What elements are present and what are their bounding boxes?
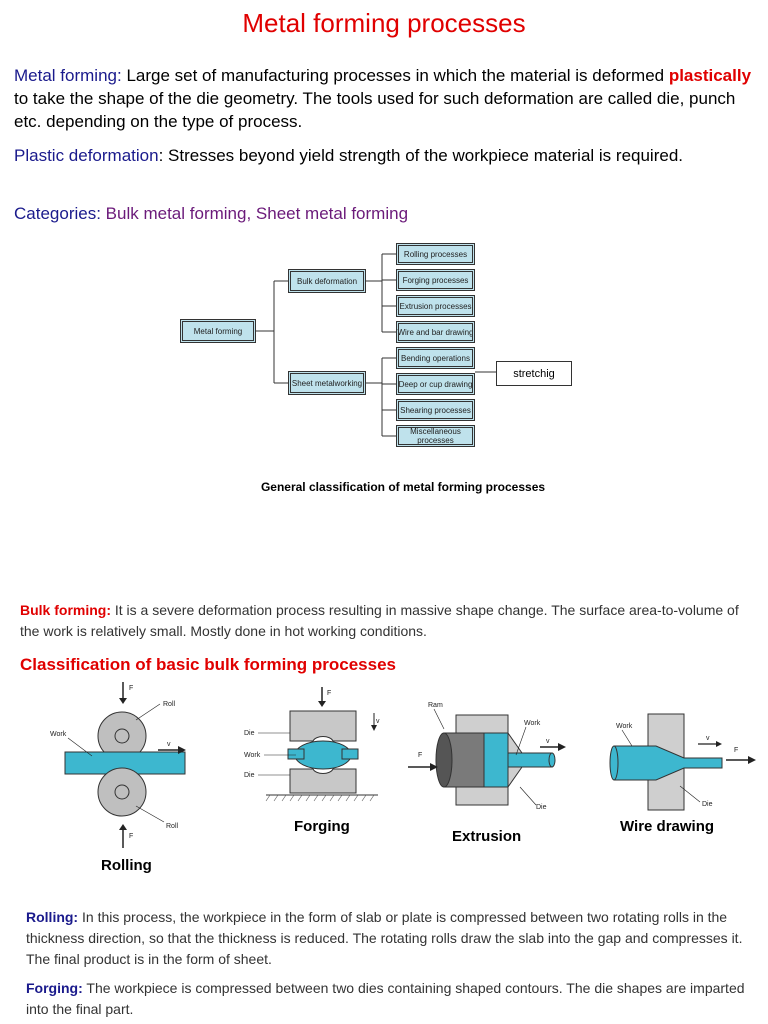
forging-paragraph: Forging: The workpiece is compressed bet… xyxy=(26,978,756,1020)
wire-f-label: F xyxy=(734,747,738,754)
extrusion-caption: Extrusion xyxy=(452,828,522,845)
metal-forming-text-b: to take the shape of the die geometry. T… xyxy=(14,89,736,131)
bulk-forming-term: Bulk forming: xyxy=(20,602,111,618)
forging-term: Forging: xyxy=(26,980,83,996)
forging-text: The workpiece is compressed between two … xyxy=(26,980,745,1017)
metal-forming-text-a: Large set of manufacturing processes in … xyxy=(121,66,669,85)
extrusion-v-label: v xyxy=(546,738,550,745)
tree-caption: General classification of metal forming … xyxy=(260,480,546,494)
categories-colon: : xyxy=(96,204,101,223)
classification-tree: Metal forming Bulk deformation Sheet met… xyxy=(170,236,572,451)
wire-v-label: v xyxy=(706,735,710,742)
forging-caption: Forging xyxy=(294,818,350,835)
forging-work-label: Work xyxy=(244,752,261,759)
plastically-emphasis: plastically xyxy=(668,66,752,85)
extrusion-work-label: Work xyxy=(524,720,541,727)
tree-forging: Forging processes xyxy=(396,269,475,291)
forging-f-label: F xyxy=(327,690,331,697)
rolling-roll-top: Roll xyxy=(163,701,176,708)
tree-bulk: Bulk deformation xyxy=(288,269,366,293)
tree-shearing: Shearing processes xyxy=(396,399,475,421)
tree-bending: Bending operations xyxy=(396,347,475,369)
extrusion-ram-label: Ram xyxy=(428,702,443,709)
rolling-text: In this process, the workpiece in the fo… xyxy=(26,909,743,967)
rolling-caption: Rolling xyxy=(101,857,152,874)
bulk-forming-paragraph: Bulk forming: It is a severe deformation… xyxy=(20,600,760,642)
extrusion-die-label: Die xyxy=(536,804,547,811)
tree-root: Metal forming xyxy=(180,319,256,343)
tree-wire: Wire and bar drawing xyxy=(396,321,475,343)
tree-rolling: Rolling processes xyxy=(396,243,475,265)
rolling-f-bottom: F xyxy=(129,833,133,840)
wire-drawing-caption: Wire drawing xyxy=(620,818,715,835)
forging-figure: F v Die Work Die xyxy=(244,687,380,802)
forging-v-label: v xyxy=(376,718,380,725)
rolling-paragraph: Rolling: In this process, the workpiece … xyxy=(26,907,756,970)
extrusion-figure: Ram Work v F Die xyxy=(408,702,566,811)
rolling-f-top: F xyxy=(129,685,133,692)
tree-extrusion: Extrusion processes xyxy=(396,295,475,317)
rolling-term: Rolling: xyxy=(26,909,79,925)
tree-sheet: Sheet metalworking xyxy=(288,371,366,395)
plastic-deformation-term: Plastic deformation xyxy=(14,146,159,165)
wire-die-label: Die xyxy=(702,801,713,808)
tree-misc: Miscellaneous processes xyxy=(396,425,475,447)
tree-connectors xyxy=(256,253,496,437)
forging-die-top: Die xyxy=(244,730,255,737)
metal-forming-term: Metal forming xyxy=(14,66,117,85)
forging-die-bottom: Die xyxy=(244,772,255,779)
bulk-forming-text: It is a severe deformation process resul… xyxy=(20,602,739,639)
rolling-v-label: v xyxy=(167,741,171,748)
categories-line: Categories: Bulk metal forming, Sheet me… xyxy=(14,202,764,225)
tree-deep: Deep or cup drawing xyxy=(396,373,475,395)
metal-forming-colon: : xyxy=(116,66,122,85)
categories-term: Categories xyxy=(14,204,97,223)
tree-stretching-note: stretchig xyxy=(496,361,572,386)
rolling-figure: F Roll Work v Roll F xyxy=(50,682,186,848)
extrusion-f-label: F xyxy=(418,752,422,759)
classification-heading: Classification of basic bulk forming pro… xyxy=(20,655,396,674)
metal-forming-definition: Metal forming: Large set of manufacturin… xyxy=(14,64,764,133)
plastic-deformation-definition: Plastic deformation: Stresses beyond yie… xyxy=(14,144,764,167)
wire-drawing-figure: Work v F Die xyxy=(609,713,756,811)
rolling-work-label: Work xyxy=(50,731,67,738)
page-title: Metal forming processes xyxy=(242,8,526,38)
plastic-deformation-text: : Stresses beyond yield strength of the … xyxy=(158,146,684,165)
categories-text: Bulk metal forming, Sheet metal forming xyxy=(100,204,409,223)
rolling-roll-bottom: Roll xyxy=(166,823,179,830)
wire-work-label: Work xyxy=(616,723,633,730)
